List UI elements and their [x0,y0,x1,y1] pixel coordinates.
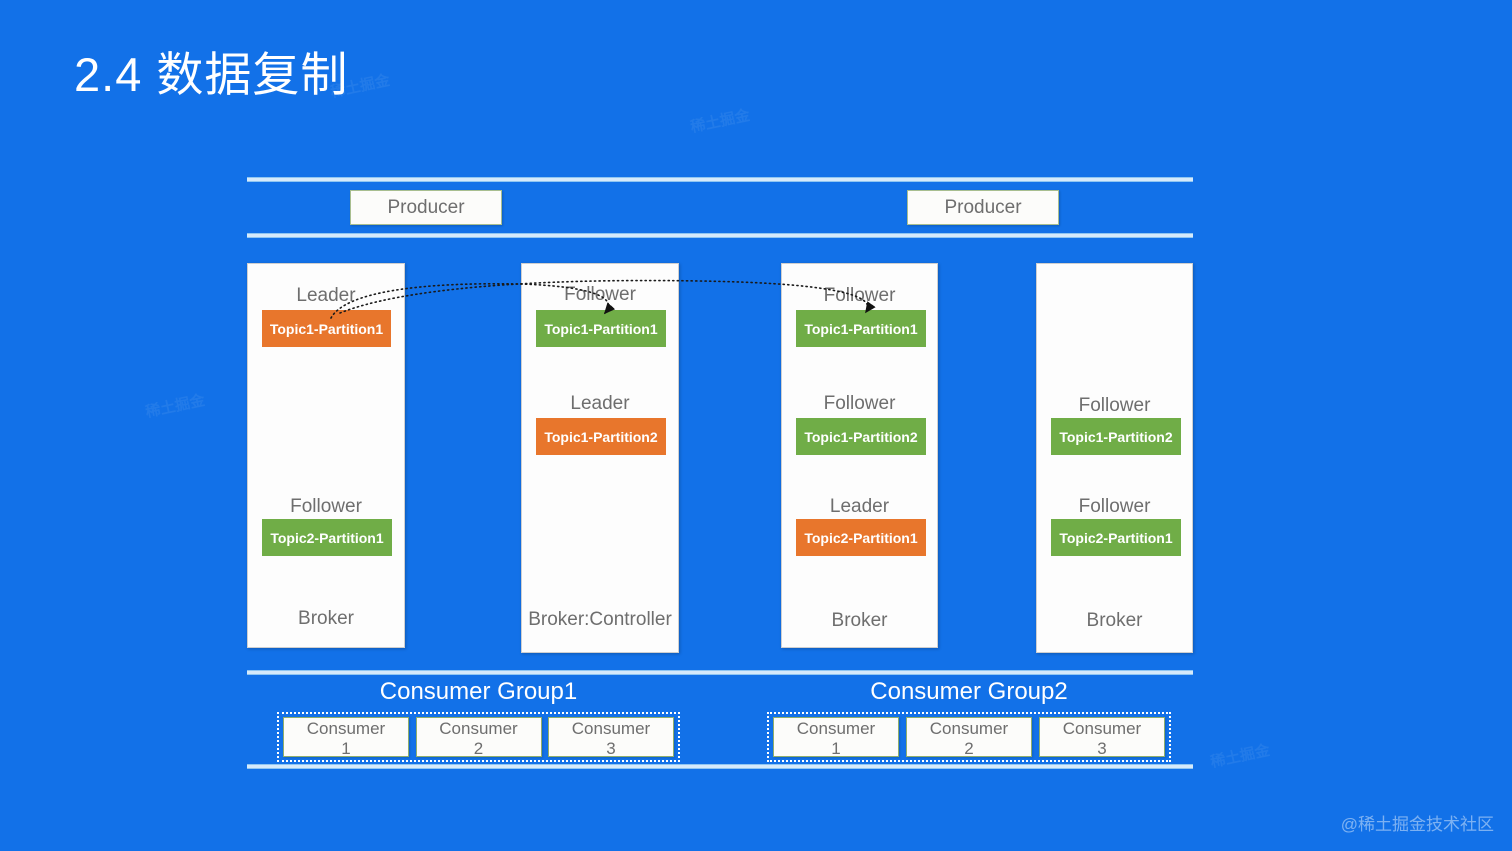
broker-name-label: Broker [298,608,354,629]
background-watermark: 稀土掘金 [689,106,752,137]
broker-name-label: Broker [831,610,888,631]
broker-card-4[interactable]: Follower Topic1-Partition2 Follower Topi… [1036,263,1193,653]
role-label: Follower [290,496,362,517]
role-label: Follower [823,393,896,414]
role-label: Leader [570,393,630,414]
partition-box[interactable]: Topic1-Partition1 [536,310,666,347]
role-label: Follower [823,285,896,306]
partition-box[interactable]: Topic2-Partition1 [1051,519,1181,556]
consumer-index: 3 [1097,739,1107,758]
consumer-box[interactable]: Consumer 3 [548,717,674,758]
consumer-label: Consumer [571,719,651,738]
consumer-index: 2 [964,739,974,758]
consumer-box[interactable]: Consumer 1 [773,717,899,758]
divider-top-inner [247,233,1193,238]
role-label: Follower [1078,496,1151,517]
consumer-label: Consumer [796,719,876,738]
divider-top-outer [247,177,1193,182]
producer-label: Producer [944,196,1022,218]
page-title: 2.4 数据复制 [74,48,349,101]
consumer-label: Consumer [1062,719,1142,738]
divider-bottom-inner [247,670,1193,675]
consumer-box[interactable]: Consumer 3 [1039,717,1165,758]
role-label: Follower [564,284,636,305]
consumer-label: Consumer [306,719,386,738]
broker-name-label: Broker [1086,610,1143,631]
consumer-index: 2 [473,739,484,758]
broker-card-2[interactable]: Follower Topic1-Partition1 Leader Topic1… [521,263,679,653]
background-watermark: 稀土掘金 [1209,741,1272,772]
partition-box[interactable]: Topic1-Partition2 [796,418,926,455]
consumer-label: Consumer [929,719,1009,738]
broker-card-3[interactable]: Follower Topic1-Partition1 Follower Topi… [781,263,938,648]
partition-box[interactable]: Topic2-Partition1 [262,519,392,556]
partition-box[interactable]: Topic1-Partition2 [536,418,666,455]
producer-label: Producer [387,196,465,218]
partition-box[interactable]: Topic1-Partition2 [1051,418,1181,455]
producer-box-2[interactable]: Producer [907,190,1059,225]
consumer-box[interactable]: Consumer 2 [415,717,542,758]
role-label: Follower [1078,395,1151,416]
divider-bottom-outer [247,764,1193,769]
consumer-index: 3 [606,739,616,758]
partition-box[interactable]: Topic1-Partition1 [796,310,926,347]
consumer-label: Consumer [439,719,518,738]
consumer-group-title-1: Consumer Group1 [379,678,578,705]
partition-box[interactable]: Topic1-Partition1 [262,310,391,347]
corner-watermark: @稀土掘金技术社区 [1340,815,1494,834]
consumer-group-box-1: Consumer 1 Consumer 2 Consumer 3 [277,712,680,762]
consumer-group-title-2: Consumer Group2 [870,678,1068,705]
role-label: Leader [296,285,356,306]
consumer-index: 1 [831,739,841,758]
background-watermark: 稀土掘金 [144,391,207,422]
broker-card-1[interactable]: Leader Topic1-Partition1 Follower Topic2… [247,263,405,648]
consumer-box[interactable]: Consumer 1 [283,717,409,758]
partition-box[interactable]: Topic2-Partition1 [796,519,926,556]
consumer-box[interactable]: Consumer 2 [906,717,1032,758]
broker-name-label: Broker:Controller [528,609,672,630]
role-label: Leader [829,496,890,517]
consumer-index: 1 [341,739,351,758]
producer-box-1[interactable]: Producer [350,190,502,225]
consumer-group-box-2: Consumer 1 Consumer 2 Consumer 3 [767,712,1171,762]
